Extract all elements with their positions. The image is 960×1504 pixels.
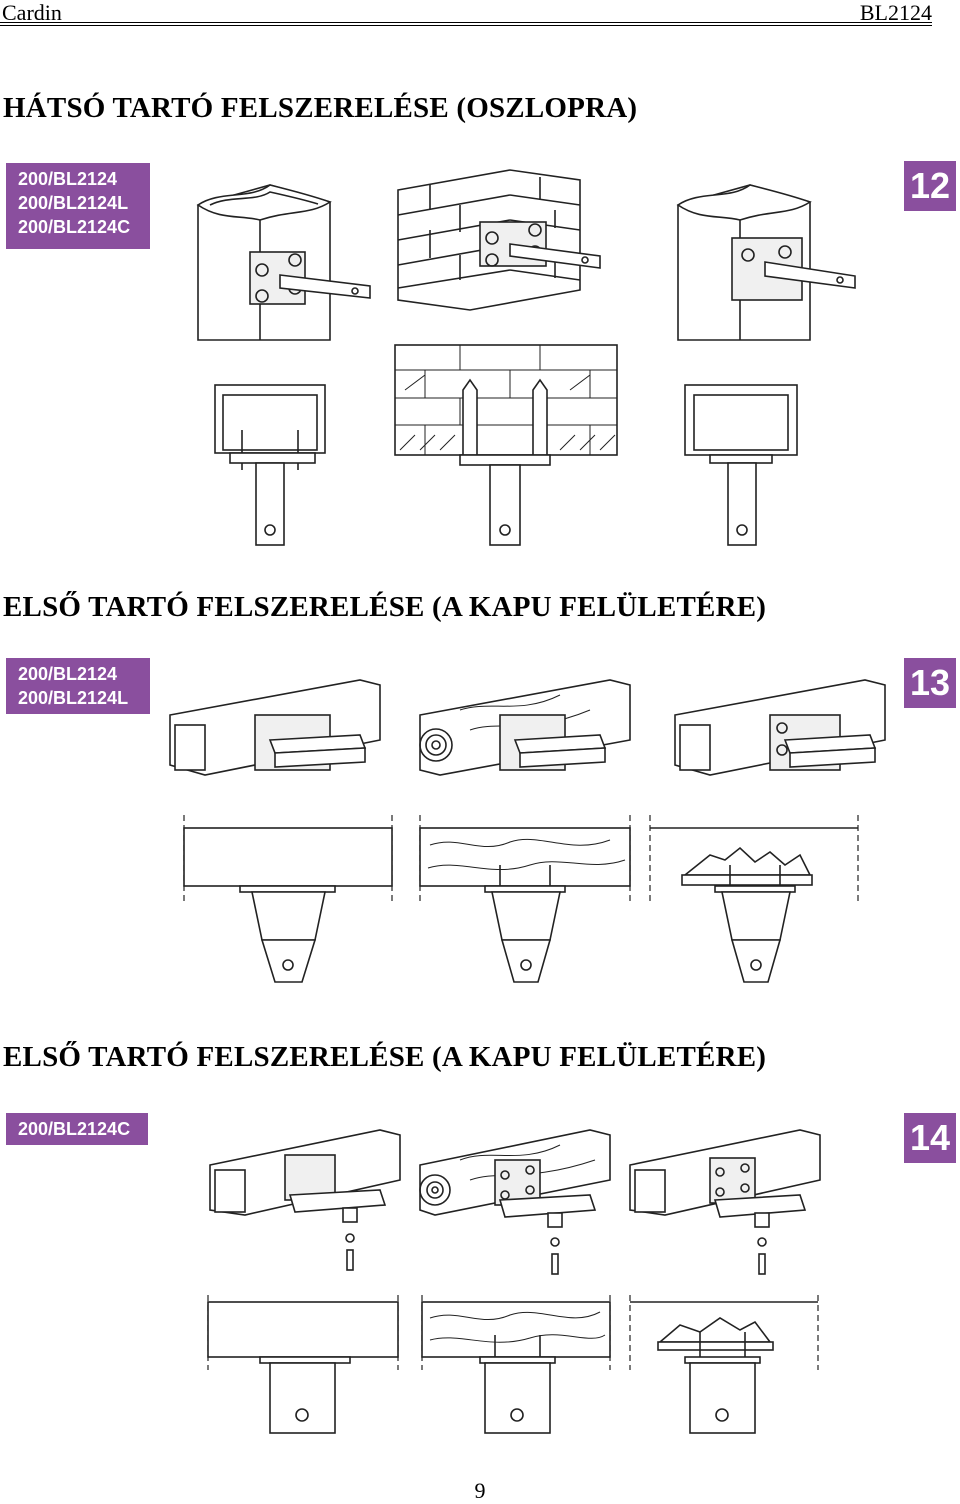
page-number: 9	[474, 1478, 486, 1503]
model-badge-fig13: 200/BL2124 200/BL2124L	[6, 658, 150, 714]
steel-beam-section	[183, 815, 393, 983]
steel-beam-c-bolted-drawing	[629, 1129, 821, 1275]
gate-beam-c-perspective-illustration	[209, 1129, 821, 1275]
gate-beam-section-illustration	[183, 815, 859, 983]
post-mount-section-illustration	[214, 344, 798, 546]
model-label: 200/BL2124	[18, 664, 118, 684]
header-model: BL2124	[859, 0, 932, 25]
wooden-beam-c-section	[421, 1295, 611, 1434]
header-brand: Cardin	[2, 0, 62, 25]
model-badge-fig14: 200/BL2124C	[6, 1113, 148, 1145]
model-label: 200/BL2124C	[18, 217, 131, 237]
wooden-gate-beam-drawing	[419, 679, 631, 776]
model-label: 200/BL2124C	[18, 1119, 131, 1139]
section-title-front-bracket: ELSŐ TARTÓ FELSZERELÉSE (A KAPU FELÜLETÉ…	[3, 591, 767, 623]
figure-number-14: 14	[904, 1113, 956, 1163]
model-label: 200/BL2124	[18, 169, 118, 189]
section-title-rear-bracket: HÁTSÓ TARTÓ FELSZERELÉSE (OSZLOPRA)	[3, 92, 638, 124]
panel-c-section	[629, 1295, 819, 1434]
square-post-welded-drawing	[676, 184, 856, 341]
model-badge-fig12: 200/BL2124 200/BL2124L 200/BL2124C	[6, 163, 150, 249]
header-rule	[0, 22, 932, 23]
model-label: 200/BL2124L	[18, 688, 129, 708]
square-post-drawing	[196, 184, 371, 341]
steel-beam-c-drawing	[209, 1129, 401, 1271]
wooden-beam-c-drawing	[419, 1129, 611, 1275]
header-rule-double	[0, 25, 932, 26]
figure-number-13: 13	[904, 658, 956, 708]
model-label: 200/BL2124L	[18, 193, 129, 213]
gate-beam-c-section-illustration	[207, 1295, 819, 1434]
welded-post-section	[684, 384, 798, 546]
gate-beam-perspective-illustration	[169, 679, 886, 776]
steel-gate-beam-bolted-drawing	[674, 679, 886, 776]
post-mount-perspective-illustration	[196, 169, 856, 341]
figure-number-12: 12	[904, 161, 956, 211]
steel-gate-beam-drawing	[169, 679, 381, 776]
steel-beam-c-section	[207, 1295, 399, 1434]
brick-wall-section	[394, 344, 618, 546]
wooden-beam-section	[419, 815, 631, 983]
section-title-front-bracket-c: ELSŐ TARTÓ FELSZERELÉSE (A KAPU FELÜLETÉ…	[3, 1041, 767, 1073]
hollow-post-section	[214, 384, 326, 546]
panel-section	[649, 815, 859, 983]
brick-wall-drawing	[397, 169, 601, 311]
